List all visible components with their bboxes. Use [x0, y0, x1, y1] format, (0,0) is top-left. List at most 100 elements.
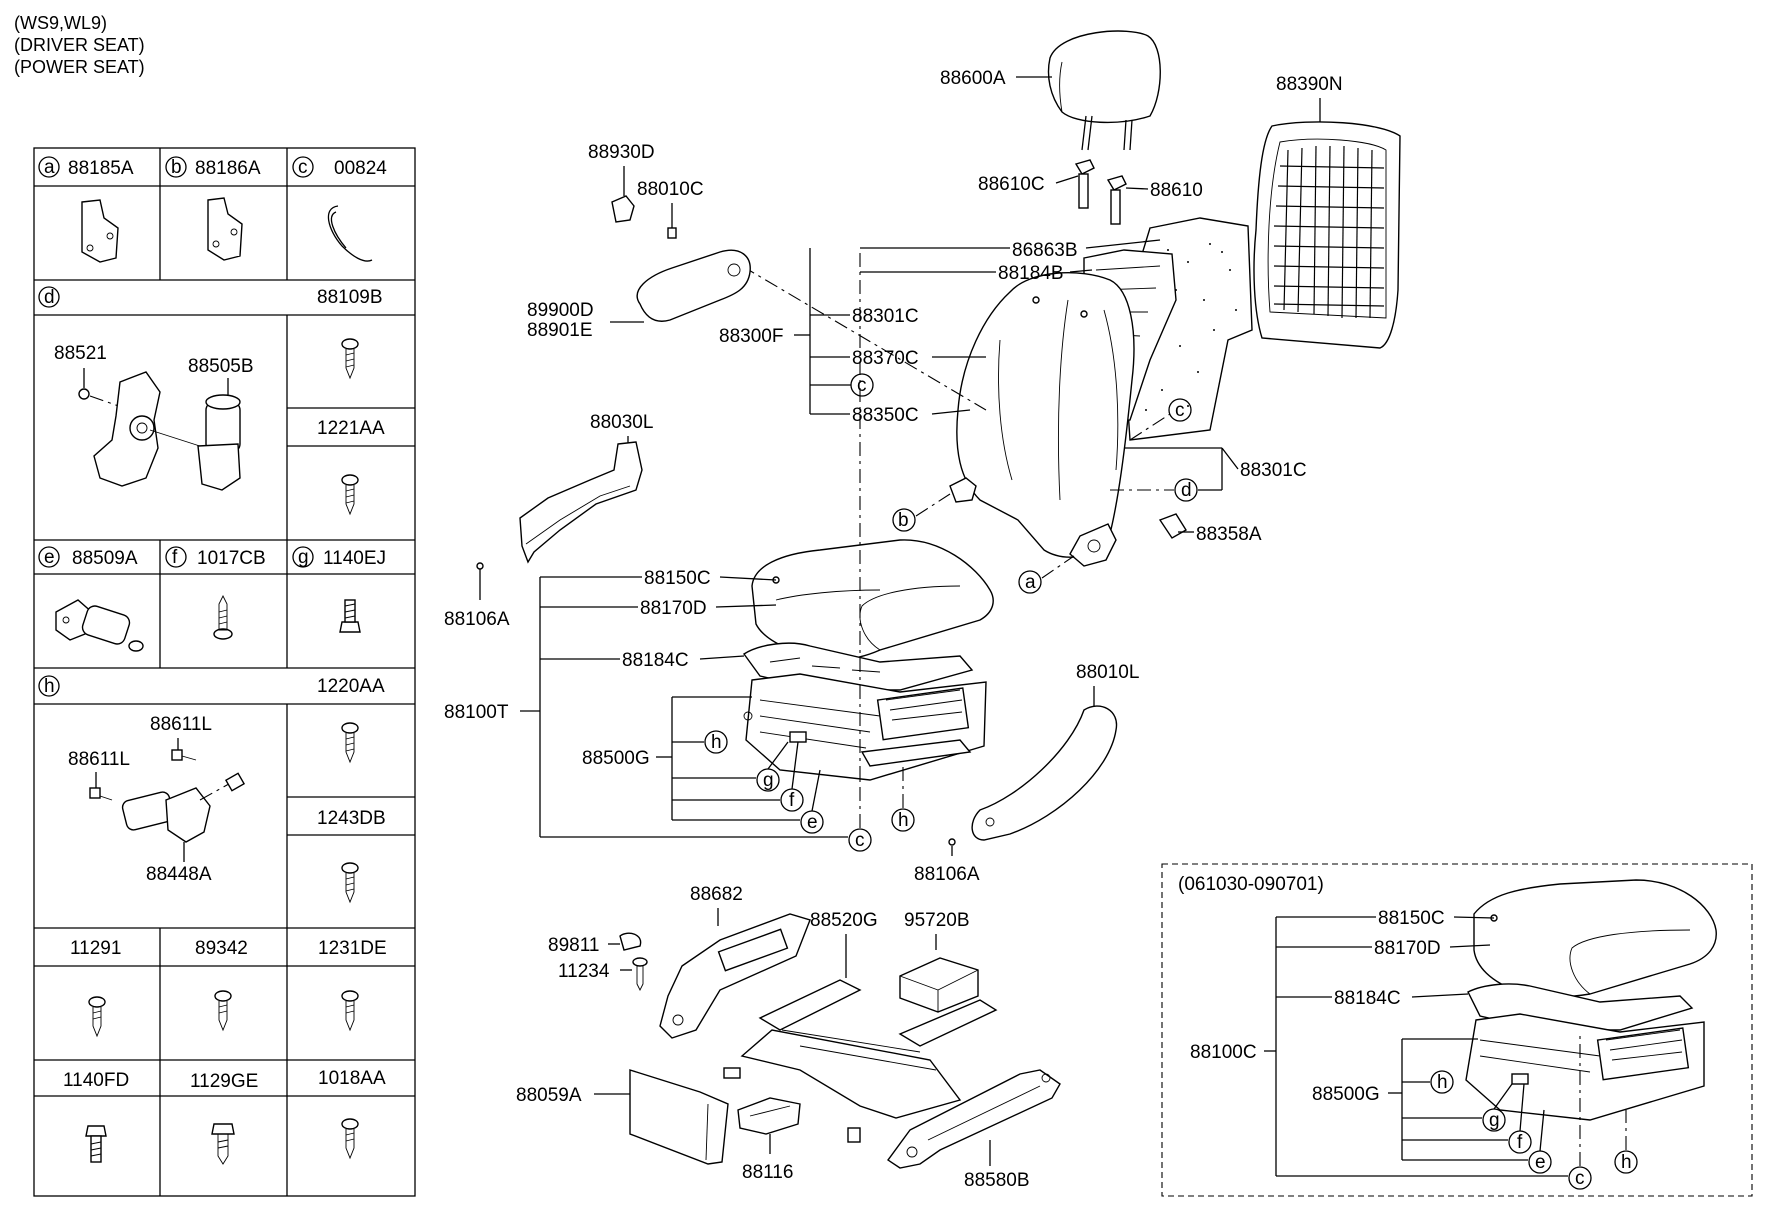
circle-h-seat: h [711, 732, 722, 753]
bracket-a-icon [81, 199, 119, 263]
callout-88901e: 88901E [527, 320, 593, 341]
armrest-group: 88930D 88010C 89900D 88901E [527, 142, 751, 341]
callout-88300f: 88300F [719, 326, 783, 347]
callout-88682: 88682 [690, 884, 743, 905]
back-right-letters: c 88301C d b a [892, 398, 1307, 594]
legend-part-88611l-lower: 88611L [68, 749, 130, 770]
callout-88010l: 88010L [1076, 662, 1139, 683]
callout-11234: 11234 [558, 961, 610, 982]
circle-e-seat: e [807, 812, 818, 833]
legend-letter-d: d [44, 287, 55, 308]
circle-a-back: a [1025, 572, 1036, 593]
callout-88100t: 88100T [444, 702, 509, 723]
callout-89811: 89811 [548, 935, 599, 956]
inset-circle-f: f [1517, 1132, 1523, 1153]
callout-88370c: 88370C [852, 348, 919, 369]
callout-88301c-right: 88301C [1240, 460, 1307, 481]
callout-88500g: 88500G [582, 748, 650, 769]
model-header: (WS9,WL9) (DRIVER SEAT) (POWER SEAT) [14, 13, 145, 77]
legend-part-88521: 88521 [54, 343, 107, 364]
legend-part-88505b: 88505B [188, 356, 254, 377]
callout-88301c-top: 88301C [852, 306, 919, 327]
bolt-1140fd-icon [85, 1125, 107, 1163]
inset-panel: (061030-090701) 88150C 88170D 88184C 881… [1161, 863, 1753, 1197]
circle-c-backright: c [1175, 400, 1185, 421]
callout-88116: 88116 [742, 1162, 793, 1183]
legend-code-89342: 89342 [195, 938, 248, 959]
callout-88350c: 88350C [852, 405, 919, 426]
armrest-leader [741, 265, 987, 411]
legend-code-1221aa: 1221AA [317, 418, 385, 439]
header-model: (WS9,WL9) [14, 13, 107, 33]
height-motor-assembly-icon: 88521 88505B [54, 343, 254, 491]
parts-legend-table: a 88185A b 88186A c 00824 d 88109B 88521… [33, 147, 416, 1197]
legend-code-1220aa: 1220AA [317, 676, 385, 697]
inset-circle-e: e [1535, 1152, 1546, 1173]
legend-code-1243db: 1243DB [317, 808, 386, 829]
screw-89342-icon [214, 990, 232, 1032]
module-95720b: 95720B [899, 910, 979, 1013]
inset-callout-88150c: 88150C [1378, 908, 1445, 929]
screw-1129ge-icon [211, 1123, 235, 1165]
callout-95720b: 95720B [904, 910, 970, 931]
legend-code-1140fd: 1140FD [63, 1070, 129, 1091]
legend-part-88611l-upper: 88611L [150, 714, 212, 735]
legend-code-1018aa: 1018AA [318, 1068, 386, 1089]
callout-88106a-left: 88106A [444, 609, 510, 630]
inset-callout-88100c: 88100C [1190, 1042, 1257, 1063]
recliner-bracket-a [1069, 523, 1117, 567]
seat-callout-bracket: 88150C 88170D 88184C 88100T c 88500G h g… [444, 250, 915, 852]
seat-track-assembly [743, 673, 987, 781]
legend-code-88109b: 88109B [317, 287, 383, 308]
callout-88610: 88610 [1150, 180, 1203, 201]
cover-88059a: 88059A [516, 1069, 729, 1165]
inset-title: (061030-090701) [1178, 874, 1324, 895]
callout-88600a: 88600A [940, 68, 1006, 89]
inset-circle-c: c [1575, 1168, 1585, 1189]
header-seat-type: (POWER SEAT) [14, 57, 145, 77]
recliner-motor-assembly-icon: 88611L 88611L 88448A [68, 714, 246, 885]
callout-88358a: 88358A [1196, 524, 1262, 545]
seat-back-cushion [956, 272, 1135, 558]
back-panel-88390n: 88390N [1253, 74, 1401, 349]
legend-code-a: 88185A [68, 158, 134, 179]
callout-86863b: 86863B [1012, 240, 1078, 261]
screw-1017cb-icon [213, 594, 233, 640]
legend-part-88448a: 88448A [146, 864, 212, 885]
inset-callout-88500g: 88500G [1312, 1084, 1380, 1105]
callout-88150c: 88150C [644, 568, 711, 589]
header-seat-position: (DRIVER SEAT) [14, 35, 145, 55]
headrest-guide-right [1106, 175, 1127, 225]
callout-88930d: 88930D [588, 142, 655, 163]
bracket-b-icon [207, 197, 243, 261]
screw-1221aa-icon [341, 474, 359, 516]
legend-code-1231de: 1231DE [318, 938, 387, 959]
side-cover-88030l: 88030L 88106A [444, 412, 653, 630]
recliner-bracket-b [949, 477, 977, 503]
legend-code-e: 88509A [72, 548, 138, 569]
seat-frame-88520g: 88520G [723, 910, 998, 1143]
callout-88030l: 88030L [590, 412, 653, 433]
screw-11234: 11234 [558, 957, 648, 992]
bracket-88116: 88116 [737, 1097, 801, 1183]
callout-88610c: 88610C [978, 174, 1045, 195]
legend-letter-e: e [44, 547, 55, 568]
motor-e-icon [55, 599, 144, 652]
legend-code-b: 88186A [195, 158, 261, 179]
circle-g-seat: g [763, 770, 774, 791]
legend-letter-h: h [44, 676, 55, 697]
back-callout-bracket: 86863B 88184B 88301C 88300F 88370C c 883… [719, 239, 1161, 426]
headrest-guide-left [1074, 159, 1095, 209]
screw-11291-icon [88, 996, 106, 1038]
legend-letter-b: b [171, 157, 182, 178]
circle-d-back: d [1181, 480, 1192, 501]
callout-88184c: 88184C [622, 650, 689, 671]
circle-f-seat: f [789, 790, 795, 811]
callout-88580b: 88580B [964, 1170, 1030, 1191]
headrest-group: 88600A 88610C 88610 [940, 30, 1203, 225]
legend-letter-f: f [172, 547, 178, 568]
screw-1243db-icon [341, 862, 359, 904]
screw-88109b-icon [341, 338, 359, 380]
inset-callout-88184c: 88184C [1334, 988, 1401, 1009]
